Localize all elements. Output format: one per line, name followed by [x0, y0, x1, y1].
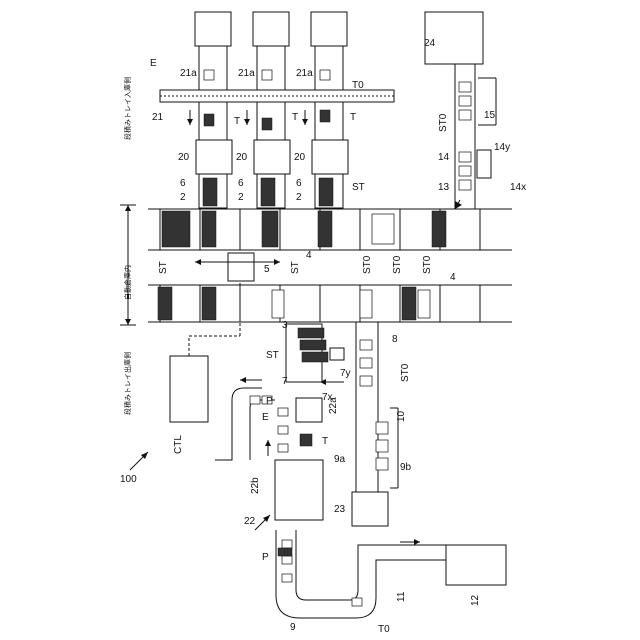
label-2-3: 2 [296, 192, 302, 203]
stacked-tray-upper-1 [162, 211, 190, 247]
label-11: 11 [396, 591, 407, 602]
separator-22a [296, 398, 322, 422]
stacked-tray-upper-3 [262, 211, 278, 247]
label-6-1: 6 [180, 178, 186, 189]
label-5: 5 [264, 264, 270, 275]
label-7y: 7y [340, 368, 351, 379]
label-4-2: 4 [450, 272, 456, 283]
label-ST0-2: ST0 [392, 255, 403, 274]
label-21a-1: 21a [180, 68, 197, 79]
label-ctl: CTL [173, 435, 184, 454]
label-22a: 22a [328, 397, 339, 414]
outbound-area [130, 281, 506, 618]
supply-box-2 [253, 12, 289, 46]
empty-tray-lower-2 [360, 290, 372, 318]
label-P-1: P [266, 396, 273, 407]
label-E-left: E [262, 412, 269, 423]
label-T-3: T [350, 112, 356, 123]
stacked-tray-lower-2 [202, 287, 216, 320]
label-12: 12 [470, 594, 481, 606]
unit-12 [446, 545, 506, 585]
label-ST0-1: ST0 [362, 255, 373, 274]
label-4-1: 4 [306, 250, 312, 261]
lift-14y [477, 150, 491, 178]
label-21a-2: 21a [238, 68, 255, 79]
label-6-3: 6 [296, 178, 302, 189]
label-ST-top: ST [352, 182, 365, 193]
empty-tray-upper-1 [372, 214, 394, 244]
warehouse-band [148, 209, 512, 322]
empty-tray-lower-3 [418, 290, 430, 318]
stacking-unit-20-2 [254, 140, 290, 174]
empty-tray-lower-1 [272, 290, 284, 318]
label-14y: 14y [494, 142, 510, 153]
label-20-3: 20 [294, 152, 306, 163]
outbound-side-text: 段積みトレイ出庫側 [123, 352, 132, 415]
label-8: 8 [392, 334, 398, 345]
label-T-left: T [322, 436, 328, 447]
label-6-2: 6 [238, 178, 244, 189]
label-T-2: T [292, 112, 298, 123]
supply-box-1 [195, 12, 231, 46]
label-3: 3 [282, 320, 288, 331]
stacking-unit-20-3 [312, 140, 348, 174]
label-15: 15 [484, 110, 496, 121]
label-9b: 9b [400, 462, 412, 473]
label-13: 13 [438, 182, 450, 193]
label-14: 14 [438, 152, 450, 163]
label-ST0-5: ST0 [438, 113, 449, 132]
stacked-tray-lower-3 [402, 287, 416, 320]
stacked-tray-upper-2 [202, 211, 216, 247]
label-22b: 22b [250, 477, 261, 494]
label-9a: 9a [334, 454, 346, 465]
controller-ctl [170, 356, 208, 422]
label-ST0-3: ST0 [422, 255, 433, 274]
label-22: 22 [244, 516, 256, 527]
upper-rack [160, 209, 480, 250]
label-ST-1: ST [158, 261, 169, 274]
stacker-crane-5 [228, 253, 254, 281]
label-P-2: P [262, 552, 269, 563]
label-20-2: 20 [236, 152, 248, 163]
actuator-7y [330, 348, 344, 360]
label-10: 10 [396, 410, 407, 422]
label-24: 24 [424, 38, 436, 49]
label-E-top: E [150, 58, 157, 69]
label-21: 21 [152, 112, 164, 123]
stacking-unit-20-1 [196, 140, 232, 174]
label-23: 23 [334, 504, 346, 515]
stacked-tray-upper-4 [318, 211, 332, 247]
label-9: 9 [290, 622, 296, 633]
stacked-tray-lower-1 [158, 287, 172, 320]
label-ST0-4: ST0 [400, 363, 411, 382]
label-T0-bottom: T0 [378, 624, 390, 635]
label-ST-2: ST [290, 261, 301, 274]
label-T-1: T [234, 116, 240, 127]
zone-dividers [120, 205, 136, 325]
label-14x: 14x [510, 182, 526, 193]
supply-box-3 [311, 12, 347, 46]
separator-22b [275, 460, 323, 520]
warehouse-side-text: 自動倉庫内 [123, 265, 132, 300]
label-100: 100 [120, 474, 137, 485]
label-21a-3: 21a [296, 68, 313, 79]
unit-23 [352, 492, 388, 526]
lower-rack [158, 285, 480, 322]
stacked-tray-upper-5 [432, 211, 446, 247]
inbound-side-text: 段積みトレイ入庫側 [123, 77, 132, 140]
label-2-1: 2 [180, 192, 186, 203]
label-T0-top: T0 [352, 80, 364, 91]
label-2-2: 2 [238, 192, 244, 203]
label-20-1: 20 [178, 152, 190, 163]
label-7: 7 [282, 376, 288, 387]
label-ST-left: ST [266, 350, 279, 361]
inbound-area [160, 12, 496, 209]
